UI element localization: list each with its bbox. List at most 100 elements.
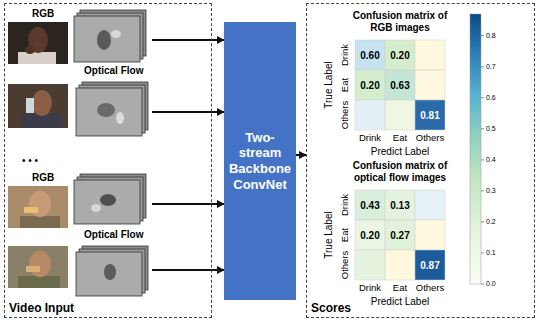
- cell-value: 0.20: [360, 80, 379, 91]
- matrix-cell: [355, 220, 385, 250]
- tick-label: 0.2: [486, 218, 496, 226]
- stream-label: RGB: [32, 8, 54, 20]
- tick-label: 0.4: [486, 156, 496, 164]
- matrix-cell: [355, 190, 445, 280]
- matrix-cell: [385, 190, 415, 220]
- optical-flow-frame: [74, 10, 146, 62]
- colorbar-tick: [481, 284, 484, 285]
- matrix-cell: [385, 220, 415, 250]
- matrix-title: Confusion matrix of optical flow images: [344, 160, 456, 184]
- matrix-cell: [355, 40, 445, 130]
- flow-arrow: [152, 111, 224, 113]
- colorbar-tick: [481, 36, 484, 284]
- colorbar-tick: [481, 190, 484, 191]
- axis-title: True Label: [323, 61, 334, 108]
- row-label: Others: [340, 101, 350, 130]
- backbone-box: Two-stream Backbone ConvNet: [224, 22, 296, 300]
- rgb-frame: [25, 46, 35, 54]
- stream-label: Optical Flow: [84, 65, 143, 77]
- optical-flow-frame: [76, 246, 148, 296]
- matrix-cell: [415, 70, 445, 100]
- optical-flow-frame: [91, 204, 101, 212]
- matrix-cell: [385, 250, 415, 280]
- optical-flow-frame: [76, 88, 142, 136]
- matrix-title: Confusion matrix of RGB images: [344, 10, 456, 34]
- cell-value: 0.27: [390, 230, 409, 241]
- matrix-cell: [415, 40, 445, 70]
- rgb-frame: [8, 246, 68, 288]
- colorbar: [470, 14, 481, 284]
- rgb-frame: [8, 22, 68, 64]
- matrix-cell: [355, 190, 385, 220]
- rgb-frame: [32, 90, 52, 116]
- flow-arrow: [296, 154, 306, 156]
- rgb-frame: [29, 251, 51, 277]
- tick-label: 0.0: [486, 280, 496, 288]
- optical-flow-frame: [74, 174, 146, 224]
- cell-value: 0.60: [360, 50, 379, 61]
- axis-title: Predict Label: [371, 296, 429, 307]
- colorbar-tick: [481, 253, 484, 254]
- panel-title: Scores: [311, 301, 351, 315]
- column-label: Others: [416, 133, 445, 143]
- optical-flow-frame: [111, 30, 121, 38]
- optical-flow-frame: [76, 252, 142, 296]
- row-label: Drink: [340, 194, 350, 216]
- rgb-frame: [8, 246, 68, 288]
- axis-title: True Label: [323, 211, 334, 258]
- matrix-cell: [385, 70, 415, 100]
- cell-value: 0.63: [390, 80, 409, 91]
- axis-title: Predict Label: [371, 146, 429, 157]
- column-label: Others: [416, 283, 445, 293]
- panel-title: Video Input: [9, 301, 74, 315]
- rgb-frame: [8, 186, 68, 228]
- optical-flow-frame: [74, 16, 140, 62]
- tick-label: 0.7: [486, 63, 496, 71]
- flow-arrow: [152, 203, 224, 205]
- optical-flow-frame: [76, 82, 148, 136]
- optical-flow-frame: [100, 194, 116, 206]
- matrix-cell: [415, 100, 445, 130]
- colorbar-tick: [481, 97, 484, 98]
- rgb-frame: [8, 84, 68, 128]
- stream-label: Optical Flow: [84, 229, 143, 241]
- colorbar-tick: [481, 128, 484, 129]
- row-label: Others: [340, 251, 350, 280]
- row-label: Eat: [340, 228, 350, 242]
- optical-flow-frame: [74, 180, 140, 224]
- tick-label: 0.6: [486, 94, 496, 102]
- rgb-frame: [22, 114, 62, 128]
- row-label: Eat: [340, 78, 350, 92]
- column-label: Eat: [393, 283, 407, 293]
- rgb-frame: [29, 191, 51, 217]
- column-label: Drink: [359, 283, 381, 293]
- rgb-frame: [24, 207, 38, 213]
- tick-label: 0.8: [486, 32, 496, 40]
- colorbar-tick: [481, 35, 484, 36]
- flow-arrow: [152, 39, 224, 41]
- colorbar: [470, 14, 481, 284]
- stream-group: RGB Optical Flow: [8, 170, 152, 296]
- rgb-frame: [18, 276, 60, 288]
- stream-label: RGB: [32, 172, 54, 184]
- tick-label: 0.1: [486, 249, 496, 257]
- matrix-cell: [385, 40, 415, 70]
- optical-flow-frame: [97, 103, 115, 117]
- matrix-cell: [355, 250, 385, 280]
- optical-flow-frame: [104, 264, 116, 280]
- matrix-cell: [415, 220, 445, 250]
- rgb-frame: [20, 216, 60, 228]
- rgb-frame: [26, 266, 40, 272]
- cell-value: 0.20: [360, 230, 379, 241]
- cell-value: 0.20: [390, 50, 409, 61]
- column-label: Drink: [359, 133, 381, 143]
- rgb-frame: [8, 22, 68, 64]
- row-label: Drink: [340, 44, 350, 66]
- flow-arrow: [152, 269, 224, 271]
- rgb-frame: [26, 98, 34, 113]
- rgb-frame: [18, 52, 56, 64]
- rgb-frame: [8, 186, 68, 228]
- tick-label: 0.5: [486, 125, 496, 133]
- optical-flow-frame: [116, 112, 124, 124]
- tick-label: 0.3: [486, 187, 496, 195]
